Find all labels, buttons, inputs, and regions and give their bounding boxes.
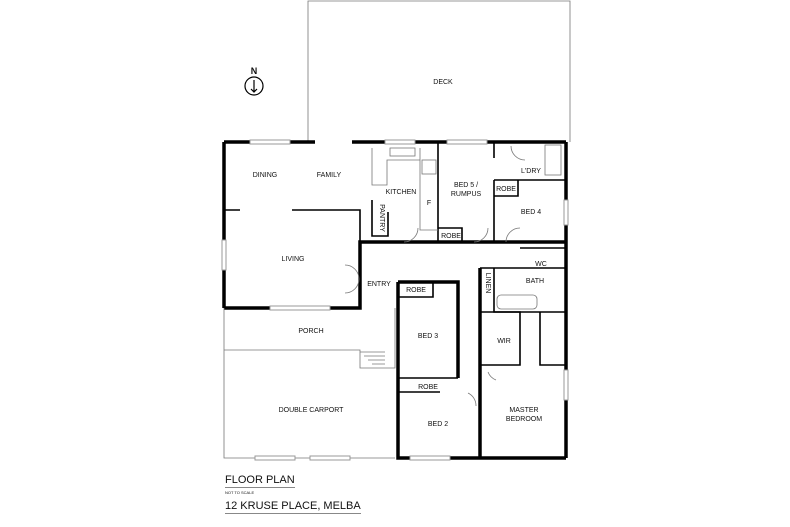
room-label-robe-bed2: ROBE (418, 384, 438, 391)
room-label-laundry: L'DRY (521, 168, 541, 175)
room-label-bed5: BED 5 / (454, 182, 478, 189)
room-label-deck: DECK (433, 79, 453, 86)
room-label-carport: DOUBLE CARPORT (279, 407, 345, 414)
room-label-robe-bed4: ROBE (496, 186, 516, 193)
north-arrow-icon (244, 76, 264, 96)
room-label-wc: WC (535, 261, 547, 268)
north-label: N (251, 66, 258, 76)
address: 12 KRUSE PLACE, MELBA (225, 500, 361, 514)
room-label-porch: PORCH (298, 328, 323, 335)
fridge-label: F (427, 200, 431, 207)
room-label-pantry: PANTRY (378, 204, 385, 232)
room-label-family: FAMILY (317, 172, 342, 179)
walls (221, 139, 569, 461)
room-label-bed2: BED 2 (428, 421, 448, 428)
room-label-bed4: BED 4 (521, 209, 541, 216)
room-label-robe-bed5: ROBE (441, 233, 461, 240)
room-label-kitchen: KITCHEN (386, 189, 417, 196)
room-label-entry: ENTRY (367, 281, 391, 288)
room-label-robe-bed3: ROBE (406, 287, 426, 294)
room-label-bed3: BED 3 (418, 333, 438, 340)
scale-note: NOT TO SCALE (225, 490, 255, 495)
room-label-rumpus: RUMPUS (451, 191, 482, 198)
room-label-bedroom: BEDROOM (506, 416, 542, 423)
deck-outline (307, 0, 571, 142)
room-label-living: LIVING (282, 256, 305, 263)
room-label-linen: LINEN (484, 273, 491, 294)
room-label-master: MASTER (509, 407, 538, 414)
room-label-wir: WIR (497, 338, 511, 345)
room-label-bath: BATH (526, 278, 544, 285)
plan-title: FLOOR PLAN (225, 474, 295, 488)
room-label-dining: DINING (253, 172, 278, 179)
